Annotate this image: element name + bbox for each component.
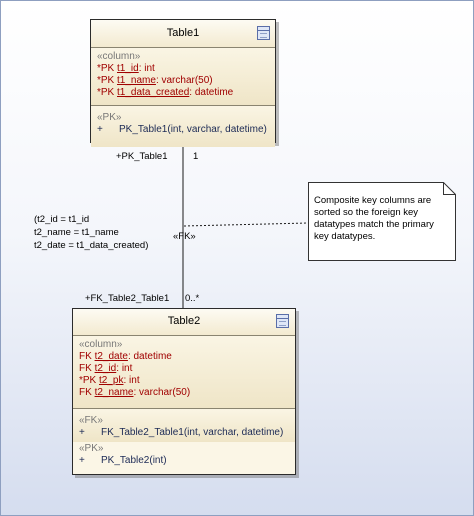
table2-column-row[interactable]: FK t2_id: int — [79, 363, 133, 374]
column-prefix: *PK — [97, 63, 115, 74]
uml-note[interactable]: Composite key columns are sorted so the … — [308, 182, 456, 261]
pk-stereotype: «PK» — [97, 112, 122, 123]
table2-title: Table2 — [167, 315, 201, 327]
operation-signature: PK_Table2(int) — [101, 455, 167, 466]
column-type: int — [121, 363, 133, 374]
column-stereotype: «column» — [97, 51, 141, 62]
target-role-label: +FK_Table2_Table1 — [85, 293, 170, 304]
note-line: key datatypes. — [314, 231, 376, 242]
table1-title: Table1 — [166, 27, 200, 39]
operation-signature: PK_Table1(int, varchar, datetime) — [119, 124, 267, 135]
column-prefix: *PK — [79, 375, 97, 386]
operation-visibility: + — [79, 455, 85, 466]
column-name: t1_data_created — [117, 87, 190, 98]
table1-header: Table1 — [91, 20, 275, 47]
operation-signature: FK_Table2_Table1(int, varchar, datetime) — [101, 427, 284, 438]
target-multiplicity-label: 0..* — [185, 293, 200, 304]
key-mapping-line: (t2_id = t1_id — [34, 214, 90, 225]
column-name: t2_date — [94, 351, 128, 362]
table2-class[interactable]: Table2 «column» FK t2_date: datetime FK … — [72, 308, 296, 475]
table2-header: Table2 — [73, 309, 295, 335]
column-type: int — [129, 375, 140, 386]
column-type: datetime — [133, 351, 172, 362]
column-prefix: FK — [79, 351, 92, 362]
column-name: t2_pk — [99, 375, 124, 386]
pk-stereotype: «PK» — [79, 443, 104, 454]
note-text: Composite key columns are sorted so the … — [314, 195, 448, 243]
column-name: t1_id — [117, 63, 139, 74]
class-icon — [257, 26, 270, 40]
table1-pk-compartment: «PK» + PK_Table1(int, varchar, datetime) — [91, 105, 275, 147]
fk-stereotype: «FK» — [79, 415, 103, 426]
note-line: Composite key columns are — [314, 195, 432, 206]
column-stereotype: «column» — [79, 339, 123, 350]
key-mapping-line: t2_date = t1_data_created) — [34, 240, 149, 251]
column-prefix: FK — [79, 363, 92, 374]
table2-column-row[interactable]: FK t2_date: datetime — [79, 351, 172, 362]
table2-fk-compartment: «FK» + FK_Table2_Table1(int, varchar, dat… — [73, 408, 295, 466]
table1-class[interactable]: Table1 «column» *PK t1_id: int *PK t1_na… — [90, 19, 276, 147]
table1-column-row[interactable]: *PK t1_name: varchar(50) — [97, 75, 213, 86]
table2-column-row[interactable]: FK t2_name: varchar(50) — [79, 387, 191, 398]
table1-column-row[interactable]: *PK t1_data_created: datetime — [97, 87, 234, 98]
note-link-line — [183, 222, 309, 227]
association-stereotype-label: «FK» — [173, 231, 196, 242]
table1-pk-operation[interactable]: + PK_Table1(int, varchar, datetime) — [97, 124, 269, 136]
class-icon — [276, 314, 289, 328]
table1-columns-compartment: «column» *PK t1_id: int *PK t1_name: var… — [91, 47, 275, 105]
column-name: t1_name — [117, 75, 156, 86]
table2-column-row[interactable]: *PK t2_pk: int — [79, 375, 140, 386]
table1-column-row[interactable]: *PK t1_id: int — [97, 63, 155, 74]
column-type: varchar(50) — [161, 75, 213, 86]
column-type: int — [144, 63, 155, 74]
column-prefix: FK — [79, 387, 92, 398]
note-shape — [308, 182, 456, 261]
column-prefix: *PK — [97, 75, 115, 86]
table2-pk-operation[interactable]: + PK_Table2(int) — [79, 455, 289, 467]
table2-fk-operation[interactable]: + FK_Table2_Table1(int, varchar, datetime… — [79, 427, 289, 439]
table2-columns-compartment: «column» FK t2_date: datetime FK t2_id: … — [73, 335, 295, 408]
source-multiplicity-label: 1 — [193, 151, 199, 162]
operation-visibility: + — [97, 124, 103, 135]
column-name: t2_id — [94, 363, 117, 374]
column-type: varchar(50) — [139, 387, 191, 398]
source-role-label: +PK_Table1 — [116, 151, 168, 162]
note-line: sorted so the foreign key — [314, 207, 419, 218]
operation-visibility: + — [79, 427, 85, 438]
key-mapping-line: t2_name = t1_name — [34, 227, 119, 238]
column-type: datetime — [194, 87, 234, 98]
column-prefix: *PK — [97, 87, 115, 98]
column-name: t2_name — [94, 387, 134, 398]
note-line: datatypes match the primary — [314, 219, 434, 230]
